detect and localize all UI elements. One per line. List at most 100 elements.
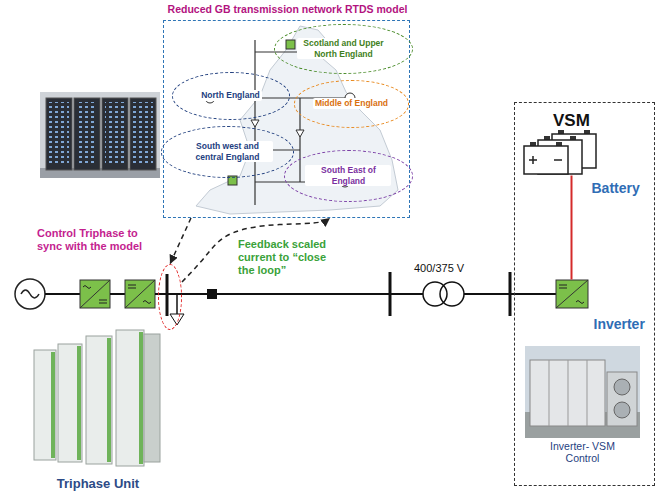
transformer-winding <box>440 282 464 306</box>
fan <box>614 379 630 395</box>
dc-mark <box>99 300 107 303</box>
rack-cabinet <box>130 98 156 170</box>
component-label: Battery <box>592 180 652 197</box>
dc-mark <box>128 285 136 288</box>
region-ellipse: South west and central England <box>161 126 295 178</box>
vsm-box: VSMBatteryInverterInverter- VSM Control <box>514 102 655 486</box>
edge-label: Feedback scaled current to “close the lo… <box>238 238 338 278</box>
busbar <box>166 274 169 316</box>
converter-diagonal <box>556 280 588 308</box>
region-ellipse: Middle of England <box>294 80 410 128</box>
cabinet-doors <box>549 360 587 426</box>
wire <box>510 293 556 295</box>
cabinet-side <box>144 334 160 462</box>
inverter-cabinet <box>530 360 605 426</box>
cabinet-stripe <box>107 338 111 462</box>
wire <box>110 293 125 295</box>
minus-sign <box>554 159 562 161</box>
inverter-symbol <box>556 280 588 308</box>
cabinet <box>58 344 82 462</box>
cabinet-stripe <box>51 352 55 458</box>
sync-point-ellipse: Control Triphase to sync with the model <box>158 264 182 330</box>
text-slot: South west and central England <box>162 127 294 177</box>
region-label: South East of England <box>305 165 391 185</box>
wire <box>390 293 423 295</box>
transmission-line <box>299 98 300 182</box>
load-symbol <box>251 120 259 127</box>
cabinet <box>34 350 56 460</box>
text-slot: Battery <box>592 180 652 197</box>
text-slot: 400/375 V <box>414 262 464 275</box>
text-slot: Triphase Unit <box>28 476 168 492</box>
box-heading: Reduced GB transmission network RTDS mod… <box>144 3 431 16</box>
rtds-model-box: Reduced GB transmission network RTDS mod… <box>163 20 410 218</box>
text-slot: South East of England <box>285 151 411 201</box>
battery-icon <box>524 130 596 174</box>
ac-source-symbol <box>15 279 45 309</box>
rtds-rack-photo <box>40 92 160 178</box>
photo-caption: Triphase Unit <box>28 476 168 492</box>
inverter-photo <box>525 346 640 438</box>
ac-mark <box>576 301 584 304</box>
component-label: Inverter <box>594 316 654 333</box>
fan <box>614 402 630 418</box>
text-slot: Inverter- VSM Control <box>543 440 623 465</box>
region-label: North England <box>199 90 262 100</box>
gb-network-map <box>196 26 398 214</box>
rack-cabinet <box>102 98 128 170</box>
ac-mark <box>83 286 91 289</box>
dc-link-line <box>571 176 573 280</box>
sync-note: Control Triphase to sync with the model <box>37 227 155 253</box>
photo-caption: Inverter- VSM Control <box>543 440 623 465</box>
region-label: South west and central England <box>183 141 273 161</box>
control-arrow <box>170 218 191 264</box>
text-slot: North England <box>173 73 289 119</box>
box-heading: VSM <box>553 111 613 131</box>
rack-leds <box>133 102 153 164</box>
dc-mark <box>559 285 567 288</box>
rack-leds <box>49 102 69 164</box>
rack-leds <box>105 102 125 164</box>
plus-sign <box>529 156 537 164</box>
power-circuit <box>15 272 588 325</box>
sine-wave <box>21 290 39 298</box>
text-slot: Inverter <box>594 316 654 333</box>
text-slot: Middle of England <box>295 81 409 127</box>
converter-symbol <box>125 280 155 308</box>
converter-symbol <box>286 40 295 49</box>
region-ellipse: Scotland and Upper North England <box>274 24 412 74</box>
load-symbol <box>296 130 304 137</box>
current-measurement-point <box>207 289 217 299</box>
text-slot: Reduced GB transmission network RTDS mod… <box>144 3 431 16</box>
text-slot: Scotland and Upper North England <box>275 25 411 73</box>
region-label: Middle of England <box>313 98 390 108</box>
load-feeder <box>176 294 178 314</box>
battery: Battery <box>522 130 598 176</box>
transformer-rating: 400/375 V <box>414 262 464 275</box>
wire <box>464 293 510 295</box>
cabinet <box>116 330 144 466</box>
gb-outline <box>196 26 398 214</box>
region-label: Scotland and Upper North England <box>297 38 390 58</box>
battery-cell <box>524 146 568 174</box>
inverter: Inverter <box>556 280 588 308</box>
cabinet-stripe <box>77 346 81 460</box>
ac-mark <box>143 301 151 304</box>
triphase-unit-photo <box>34 330 160 466</box>
cabinet <box>86 336 112 464</box>
text-slot: VSM <box>553 111 613 131</box>
cooling-unit <box>607 372 637 426</box>
inverter-photo-frame: Inverter- VSM Control <box>524 344 642 472</box>
triphase-unit: Triphase Unit <box>28 326 168 494</box>
rack-cabinet <box>74 98 100 170</box>
converter-diagonal <box>80 280 110 308</box>
cabinet-stripe <box>139 332 143 464</box>
wire <box>155 293 390 295</box>
text-slot: Feedback scaled current to “close the lo… <box>238 238 338 278</box>
converter-symbol <box>80 280 110 308</box>
text-slot: Control Triphase to sync with the model <box>37 227 155 253</box>
converter-diagonal <box>125 280 155 308</box>
rack-cabinet <box>46 98 72 170</box>
region-ellipse: North England <box>172 72 290 120</box>
